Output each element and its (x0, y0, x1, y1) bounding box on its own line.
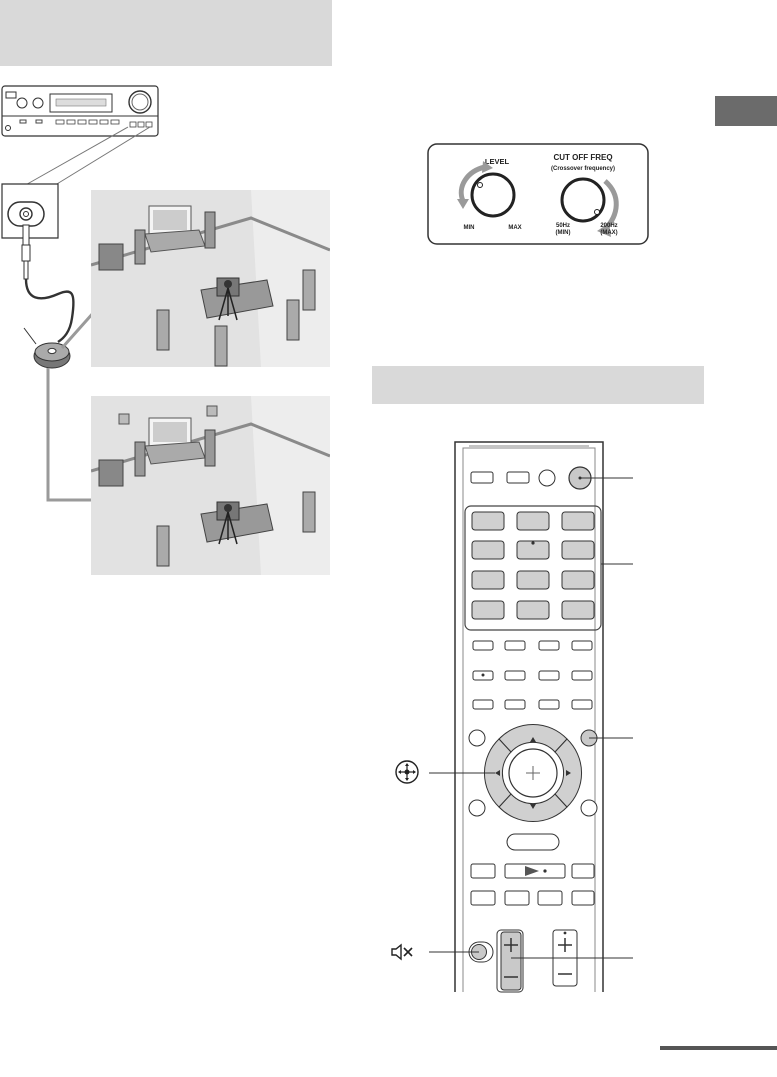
remote-top-button-1 (470, 471, 494, 484)
level-min-label: MIN (464, 225, 475, 231)
remote-side-round-button (468, 729, 486, 747)
level-knob (470, 172, 516, 218)
section-header-band-top (0, 0, 332, 66)
remote-top-round-button (538, 469, 556, 487)
remote-small-button (504, 640, 526, 651)
remote-small-button (472, 699, 494, 710)
remote-side-round-button (580, 799, 598, 817)
remote-transport-button (571, 863, 595, 879)
remote-small-button (472, 640, 494, 651)
section-header-band-remote (372, 366, 704, 404)
remote-transport-button (504, 890, 530, 906)
cutoff-title: CUT OFF FREQ (553, 153, 612, 162)
crosshair-circle-icon (395, 760, 419, 784)
listening-room-illustration-2 (90, 396, 331, 575)
number-key (516, 540, 550, 560)
remote-transport-button (470, 863, 496, 879)
level-label: LEVEL (485, 157, 510, 166)
number-key (471, 511, 505, 531)
remote-transport-button (470, 890, 496, 906)
cutoff-max-value: 200Hz (600, 223, 617, 229)
level-max-label: MAX (508, 225, 521, 231)
remote-transport-button (571, 890, 595, 906)
receiver-unit (1, 85, 159, 137)
number-key (561, 540, 595, 560)
number-key (471, 540, 505, 560)
remote-control-illustration (429, 441, 633, 993)
cutoff-frequency-knob (560, 177, 606, 223)
number-key (561, 600, 595, 620)
remote-small-button (538, 640, 560, 651)
number-key (561, 570, 595, 590)
remote-small-button (571, 699, 593, 710)
cutoff-min-value: 50Hz (556, 223, 570, 229)
number-key (471, 570, 505, 590)
mic-plug-cable (21, 224, 75, 343)
number-key (516, 570, 550, 590)
cutoff-max-word: (MAX) (600, 230, 617, 236)
chapter-tab (715, 96, 777, 126)
remote-small-button (538, 670, 560, 681)
remote-small-button (538, 699, 560, 710)
remote-small-button (504, 670, 526, 681)
optimizer-microphone (23, 327, 71, 369)
cutoff-min-word: (MIN) (556, 230, 571, 236)
remote-small-button (571, 640, 593, 651)
subwoofer-knob-panel: LEVEL MIN MAX CUT OFF FREQ (Crossover fr… (427, 143, 649, 245)
remote-volume-rocker (500, 931, 522, 991)
speaker-mute-icon (391, 943, 413, 961)
mic-jack-closeup (1, 183, 59, 239)
number-key (561, 511, 595, 531)
remote-wide-button (506, 833, 560, 851)
remote-side-round-button (468, 799, 486, 817)
number-key (471, 600, 505, 620)
remote-small-button (571, 670, 593, 681)
number-key (516, 600, 550, 620)
listening-room-illustration-1 (90, 190, 331, 367)
remote-top-button-2 (506, 471, 530, 484)
cutoff-subtitle: (Crossover frequency) (551, 166, 615, 172)
number-key (516, 511, 550, 531)
remote-small-button (504, 699, 526, 710)
continued-rule (660, 1046, 777, 1050)
remote-transport-button (537, 890, 563, 906)
receiver-setup-illustration (1, 85, 210, 502)
